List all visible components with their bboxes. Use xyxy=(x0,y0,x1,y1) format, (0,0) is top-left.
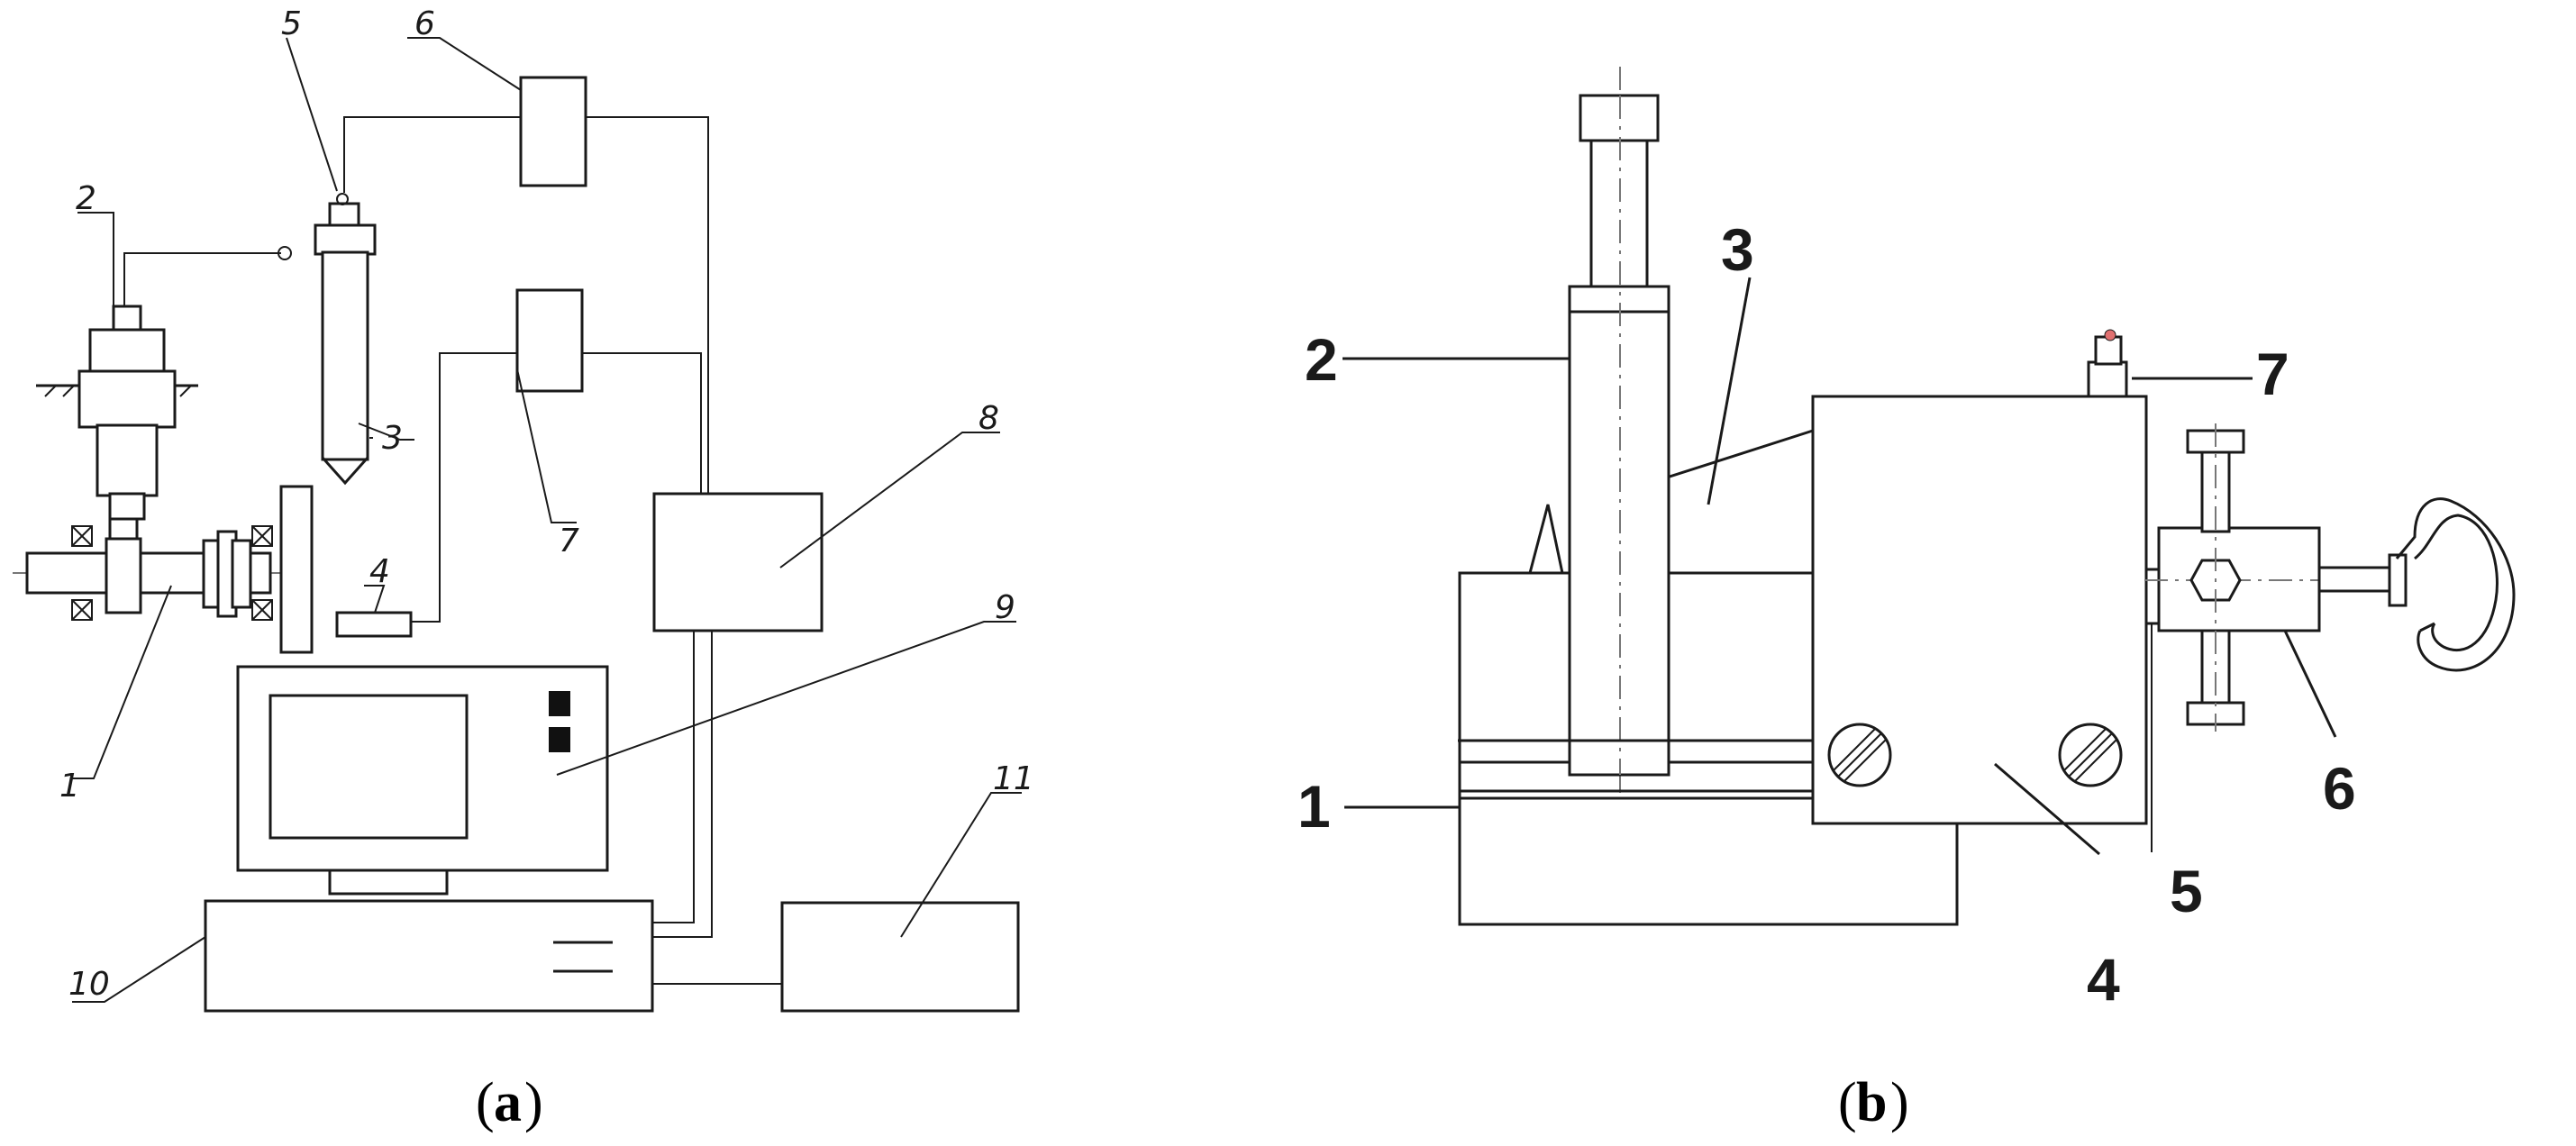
label-a-8: 8 xyxy=(979,400,999,437)
caption-a-open: ( xyxy=(476,1072,495,1133)
panel-b-device: 2 1 3 4 5 6 7 ( b ) xyxy=(1297,67,2516,1133)
label-b-4: 4 xyxy=(2087,946,2120,1013)
label-b-5: 5 xyxy=(2170,858,2203,924)
box-6 xyxy=(519,76,587,187)
hook xyxy=(2317,497,2516,672)
spacer xyxy=(2144,568,2161,625)
cross-clamp xyxy=(2144,423,2343,732)
slanted-block xyxy=(1665,428,1815,575)
left-wedge xyxy=(1528,504,1564,575)
label-a-4: 4 xyxy=(369,553,390,590)
label-a-3: 3 xyxy=(382,420,403,457)
wiring xyxy=(123,116,782,985)
label-b-7: 7 xyxy=(2256,341,2289,407)
caption-a-letter: a xyxy=(494,1072,522,1133)
label-a-6: 6 xyxy=(414,5,435,42)
box-8 xyxy=(652,492,824,632)
label-a-7: 7 xyxy=(559,523,579,559)
monitor xyxy=(236,665,609,896)
label-b-1: 1 xyxy=(1297,773,1331,840)
caption-a-close: ) xyxy=(524,1072,543,1133)
label-a-10: 10 xyxy=(68,966,110,1003)
screw-left xyxy=(1827,723,1892,787)
top-fitting xyxy=(2087,329,2128,398)
label-b-3: 3 xyxy=(1721,216,1754,283)
label-a-11: 11 xyxy=(993,760,1034,797)
vertical-column xyxy=(1568,67,1670,793)
sensor-block xyxy=(335,611,413,638)
leader-lines-b xyxy=(1343,277,2337,856)
label-a-5: 5 xyxy=(281,5,302,42)
screw-right xyxy=(2058,723,2123,787)
caption-b-letter: b xyxy=(1856,1072,1887,1133)
label-a-9: 9 xyxy=(995,589,1015,626)
caption-b-close: ) xyxy=(1890,1072,1909,1133)
vertical-probe xyxy=(278,193,377,486)
leader-lines xyxy=(72,37,1022,1003)
computer-unit xyxy=(204,899,654,1013)
box-11 xyxy=(780,901,1020,1013)
label-a-1: 1 xyxy=(59,768,80,805)
drive-motor xyxy=(77,305,177,521)
shaft-assembly xyxy=(13,485,314,654)
label-a-2: 2 xyxy=(76,180,96,217)
caption-b-open: ( xyxy=(1838,1072,1857,1133)
label-b-2: 2 xyxy=(1305,326,1338,393)
label-b-6: 6 xyxy=(2323,755,2356,822)
box-7 xyxy=(515,288,584,393)
panel-a-schematic: 1 2 3 4 5 6 7 8 9 10 11 ( a ) xyxy=(13,5,1034,1133)
